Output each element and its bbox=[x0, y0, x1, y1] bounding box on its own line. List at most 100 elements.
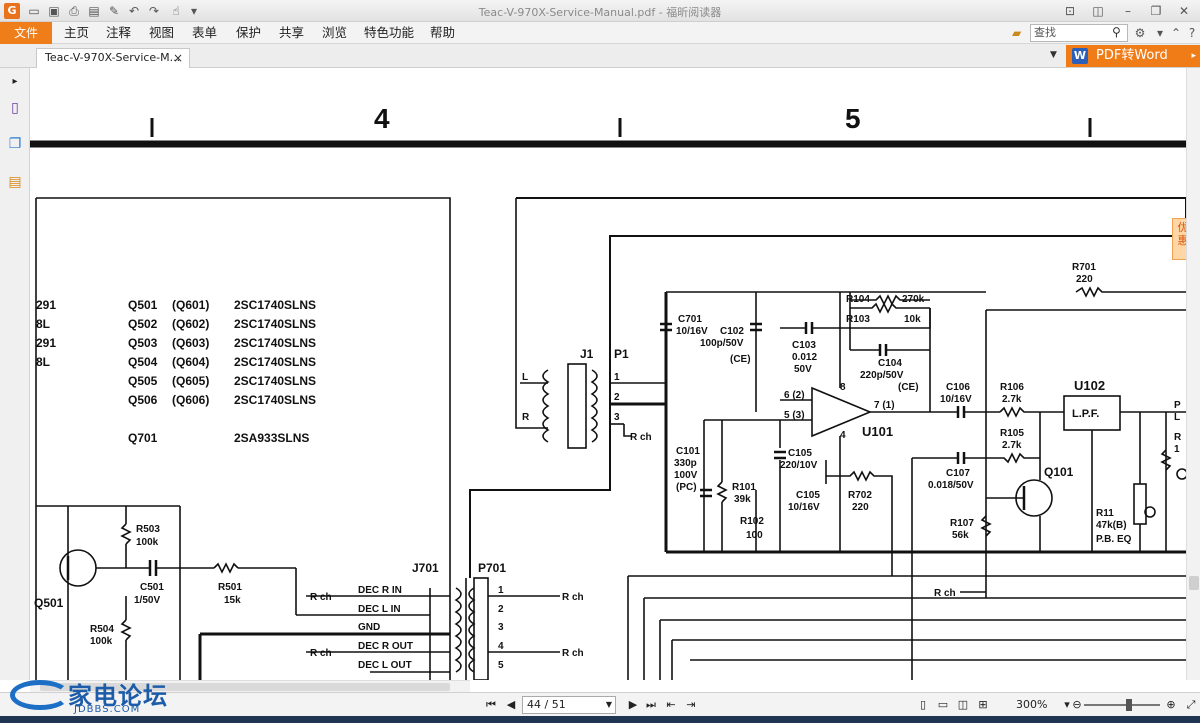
label-r11: R11 bbox=[1096, 508, 1114, 519]
next-view-icon[interactable]: ⇥ bbox=[686, 698, 696, 711]
label-c104-type: (CE) bbox=[898, 382, 919, 393]
chevron-down-icon: ▼ bbox=[605, 700, 612, 709]
menu-features[interactable]: 特色功能 bbox=[364, 25, 415, 40]
table-cell: Q501 bbox=[128, 298, 158, 312]
left-sidebar: ▸ ▯ ❐ ▤ bbox=[0, 68, 30, 680]
label-r104-value: 270k bbox=[902, 294, 925, 305]
settings-gear-icon[interactable]: ⚙ bbox=[1134, 26, 1146, 40]
close-button[interactable]: ✕ bbox=[1178, 4, 1190, 18]
new-doc-icon[interactable]: ✎ bbox=[108, 4, 120, 18]
label-r11-title: P.B. EQ bbox=[1096, 534, 1132, 545]
continuous-page-icon[interactable]: ▭ bbox=[937, 698, 949, 711]
scan-icon[interactable]: ▤ bbox=[88, 4, 100, 18]
prev-view-icon[interactable]: ⇤ bbox=[666, 698, 676, 711]
pin-number: 1 bbox=[498, 585, 504, 596]
file-menu-button[interactable]: 文件 bbox=[0, 22, 52, 44]
label-j1: J1 bbox=[580, 347, 594, 361]
close-tab-icon[interactable]: × bbox=[172, 51, 183, 65]
table-cell: 2SC1740SLNS bbox=[234, 374, 316, 388]
print-icon[interactable]: ⎙ bbox=[69, 4, 79, 18]
menu-share[interactable]: 共享 bbox=[279, 25, 305, 40]
menu-help[interactable]: 帮助 bbox=[430, 25, 456, 40]
find-folder-icon[interactable]: ▰ bbox=[1012, 26, 1022, 40]
document-tab[interactable]: Teac-V-970X-Service-M... × bbox=[36, 48, 190, 68]
continuous-facing-icon[interactable]: ⊞ bbox=[978, 698, 988, 711]
table-cell: Q506 bbox=[128, 393, 158, 407]
search-icon[interactable]: ⚲ bbox=[1112, 25, 1121, 39]
table-cell: (Q603) bbox=[172, 336, 209, 350]
label-r101-value: 39k bbox=[734, 494, 751, 505]
last-page-icon[interactable]: ⏭ bbox=[646, 698, 656, 711]
label-p1: P1 bbox=[614, 347, 629, 361]
help-icon[interactable]: ? bbox=[1188, 26, 1196, 40]
label-c104: C104 bbox=[878, 358, 902, 369]
open-folder-icon[interactable]: ▭ bbox=[28, 4, 40, 18]
ribbon-collapse-icon[interactable]: ⌃ bbox=[1170, 26, 1182, 40]
customize-qa-icon[interactable]: ▾ bbox=[190, 4, 198, 18]
expand-sidebar-icon[interactable]: ▸ bbox=[12, 76, 18, 87]
search-input[interactable]: 查找 bbox=[1030, 24, 1128, 42]
label-r701: R701 bbox=[1072, 262, 1096, 273]
minimize-button[interactable]: – bbox=[1125, 4, 1131, 18]
comments-icon[interactable]: ▤ bbox=[8, 174, 22, 190]
table-cell: 2SC1740SLNS bbox=[234, 317, 316, 331]
table-cell: Q504 bbox=[128, 355, 158, 369]
window-title: Teac-V-970X-Service-Manual.pdf - 福昕阅读器 bbox=[478, 6, 722, 19]
label-c105: C105 bbox=[788, 448, 812, 459]
prev-page-icon[interactable]: ◀ bbox=[506, 698, 516, 711]
single-page-icon[interactable]: ▯ bbox=[919, 698, 927, 711]
label-r504-value: 100k bbox=[90, 636, 113, 647]
zoom-slider-handle[interactable] bbox=[1126, 699, 1132, 711]
redo-icon[interactable]: ↷ bbox=[148, 4, 160, 18]
menu-home[interactable]: 主页 bbox=[64, 25, 90, 40]
facing-page-icon[interactable]: ◫ bbox=[957, 698, 969, 711]
forum-watermark: 家电论坛 JDBBS.COM bbox=[6, 674, 186, 718]
undo-icon[interactable]: ↶ bbox=[128, 4, 140, 18]
zoom-level[interactable]: 300% bbox=[1016, 698, 1048, 711]
label-r105-value: 2.7k bbox=[1002, 440, 1022, 451]
next-page-icon[interactable]: ▶ bbox=[628, 698, 638, 711]
first-page-icon[interactable]: ⏮ bbox=[486, 698, 496, 711]
pin-label: 7 (1) bbox=[874, 400, 895, 411]
pin-number: 2 bbox=[498, 604, 504, 615]
horizontal-scroll-thumb[interactable] bbox=[40, 683, 450, 691]
restore-button[interactable]: ❐ bbox=[1150, 4, 1162, 18]
label-c101-type: (PC) bbox=[676, 482, 697, 493]
zoom-slider[interactable] bbox=[1084, 704, 1160, 706]
fullscreen-icon[interactable]: ⤢ bbox=[1186, 698, 1196, 711]
horizontal-scrollbar[interactable] bbox=[30, 680, 470, 692]
app-logo-icon[interactable]: G bbox=[4, 3, 20, 19]
label-r102: R102 bbox=[740, 516, 764, 527]
pin-number: 1 bbox=[614, 372, 620, 383]
hand-tool-icon[interactable]: ☝ bbox=[172, 4, 180, 18]
zoom-out-icon[interactable]: ⊖ bbox=[1072, 698, 1082, 711]
edge-label: L bbox=[1174, 412, 1180, 423]
pages-icon[interactable]: ❐ bbox=[8, 136, 22, 152]
save-icon[interactable]: ▣ bbox=[48, 4, 60, 18]
label-c102-value: 100p/50V bbox=[700, 338, 744, 349]
menu-browse[interactable]: 浏览 bbox=[322, 25, 348, 40]
vertical-scrollbar[interactable] bbox=[1186, 68, 1200, 680]
pdf-to-word-button[interactable]: W PDF转Word ▸ bbox=[1066, 45, 1200, 67]
vertical-scroll-thumb[interactable] bbox=[1189, 576, 1199, 590]
label-q501: Q501 bbox=[34, 596, 64, 610]
menu-comment[interactable]: 注释 bbox=[106, 25, 132, 40]
status-bar: ⏮ ◀ 44 / 51 ▼ ▶ ⏭ ⇤ ⇥ ▯ ▭ ◫ ⊞ 300% ▾ ⊖ ⊕… bbox=[0, 692, 1200, 716]
label-r102-value: 100 bbox=[746, 530, 763, 541]
document-view[interactable]: 4 5 291 8L 291 8L Q501 (Q601) 2SC1740SLN… bbox=[30, 68, 1186, 680]
zoom-dropdown-icon[interactable]: ▾ bbox=[1064, 698, 1070, 711]
label-r501: R501 bbox=[218, 582, 242, 593]
label-c103-voltage: 50V bbox=[794, 364, 812, 375]
label-r106-value: 2.7k bbox=[1002, 394, 1022, 405]
menu-protect[interactable]: 保护 bbox=[236, 25, 262, 40]
skin-icon[interactable]: ◫ bbox=[1092, 4, 1104, 18]
tab-bar: Teac-V-970X-Service-M... × bbox=[0, 44, 1200, 68]
menu-form[interactable]: 表单 bbox=[192, 25, 218, 40]
pin-icon[interactable]: ⊡ bbox=[1064, 4, 1076, 18]
tab-list-dropdown-icon[interactable]: ▼ bbox=[1050, 50, 1057, 60]
menu-view[interactable]: 视图 bbox=[149, 25, 175, 40]
zoom-in-icon[interactable]: ⊕ bbox=[1166, 698, 1176, 711]
bookmarks-icon[interactable]: ▯ bbox=[11, 100, 19, 116]
page-number-input[interactable]: 44 / 51 ▼ bbox=[522, 696, 616, 714]
settings-dropdown-icon[interactable]: ▾ bbox=[1156, 26, 1164, 40]
